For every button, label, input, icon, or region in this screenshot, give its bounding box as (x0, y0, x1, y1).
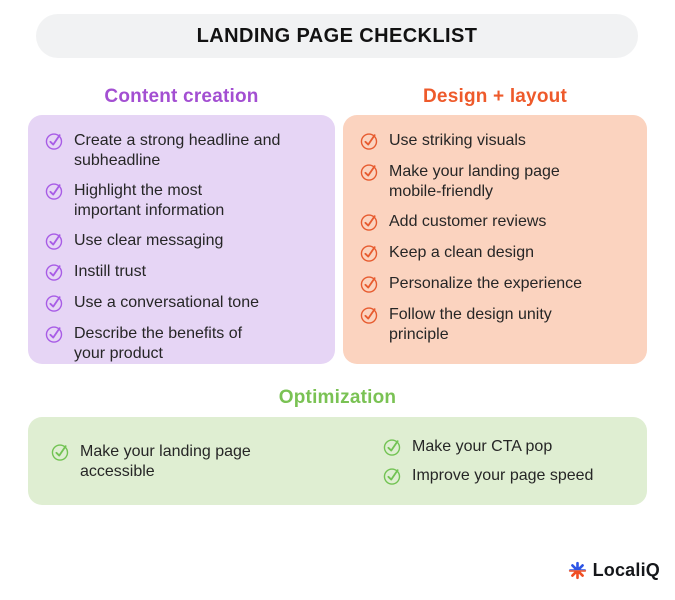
check-circle-icon (44, 230, 65, 251)
checklist-item: Create a strong headline and subheadline (44, 130, 323, 170)
section-optimization: Optimization Make your landing page acce… (0, 387, 675, 505)
checklist-item-text: Highlight the most important information (74, 182, 225, 219)
checklist-item-text: Make your CTA pop (412, 438, 553, 455)
check-circle-icon (359, 242, 380, 263)
checklist-item: Describe the benefits of your product (44, 323, 323, 363)
checklist-item-text: Create a strong headline and subheadline (74, 132, 281, 169)
design-layout-card: Use striking visuals Make your landing p… (343, 115, 647, 364)
checklist-item-text: Instill trust (74, 263, 147, 281)
top-sections: Content creation Create a strong headlin… (28, 86, 647, 364)
checklist-item: Instill trust (44, 261, 323, 282)
checklist-item-text: Follow the design unity principle (389, 306, 552, 343)
check-circle-icon (359, 273, 380, 294)
checklist-item: Use a conversational tone (44, 292, 323, 313)
brand-name: LocaliQ (592, 560, 660, 580)
checklist-item: Personalize the experience (359, 273, 635, 294)
section-content-creation: Content creation Create a strong headlin… (28, 86, 335, 364)
check-circle-icon (44, 323, 65, 344)
check-circle-icon (44, 130, 65, 151)
optimization-card: Make your landing page accessible Make y… (28, 417, 647, 505)
checklist-item: Add customer reviews (359, 211, 635, 232)
page-title: LANDING PAGE CHECKLIST (196, 24, 478, 47)
checklist-item-text: Describe the benefits of your product (74, 325, 243, 362)
checklist-item: Use striking visuals (359, 130, 635, 151)
landing-page-checklist-infographic: LANDING PAGE CHECKLIST Content creation … (0, 14, 675, 600)
section-design-layout: Design + layout Use striking visuals Mak… (343, 86, 647, 364)
checklist-item-text: Make your landing page mobile-friendly (389, 163, 560, 200)
optimization-heading: Optimization (278, 387, 397, 408)
design-layout-heading: Design + layout (423, 86, 567, 107)
checklist-item-text: Personalize the experience (389, 275, 583, 293)
check-circle-icon (44, 180, 65, 201)
checklist-item: Improve your page speed (382, 465, 647, 486)
checklist-item: Keep a clean design (359, 242, 635, 263)
footer-brand: LocaliQ (0, 560, 660, 581)
check-circle-icon (359, 161, 380, 182)
content-creation-heading: Content creation (104, 86, 259, 107)
check-circle-icon (382, 465, 403, 486)
checklist-item: Make your landing page accessible (50, 441, 382, 481)
checklist-item-text: Use clear messaging (74, 232, 224, 250)
checklist-item-text: Use striking visuals (389, 132, 526, 149)
checklist-item-text: Add customer reviews (389, 213, 547, 231)
checklist-item: Make your CTA pop (382, 436, 647, 457)
check-circle-icon (50, 441, 71, 462)
check-circle-icon (359, 304, 380, 325)
checklist-item-text: Keep a clean design (389, 244, 534, 262)
optimization-right-column: Make your CTA pop Improve your page spee… (382, 436, 647, 486)
check-circle-icon (44, 261, 65, 282)
optimization-left-column: Make your landing page accessible (50, 441, 382, 481)
check-circle-icon (359, 130, 380, 151)
checklist-item: Highlight the most important information (44, 180, 323, 220)
checklist-item: Use clear messaging (44, 230, 323, 251)
checklist-item-text: Make your landing page accessible (80, 442, 251, 480)
check-circle-icon (359, 211, 380, 232)
checklist-item-text: Use a conversational tone (74, 294, 259, 312)
checklist-item: Make your landing page mobile-friendly (359, 161, 635, 201)
content-creation-card: Create a strong headline and subheadline… (28, 115, 335, 364)
localiq-asterisk-icon (568, 561, 586, 580)
title-banner: LANDING PAGE CHECKLIST (36, 14, 638, 58)
checklist-item: Follow the design unity principle (359, 304, 635, 344)
checklist-item-text: Improve your page speed (412, 467, 594, 484)
check-circle-icon (382, 436, 403, 457)
check-circle-icon (44, 292, 65, 313)
